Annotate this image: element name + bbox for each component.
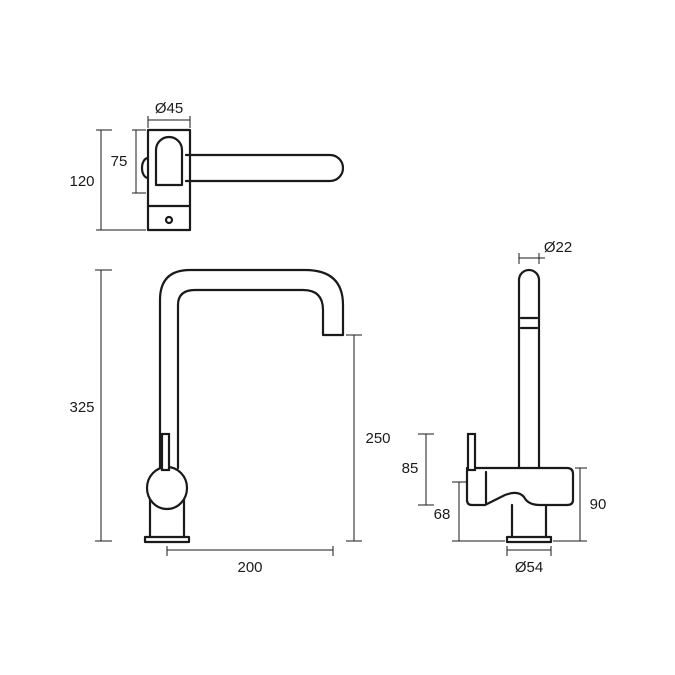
front-view-outline [143, 268, 345, 544]
base-plate-outline [143, 535, 191, 544]
dim-label-side-diameter: Ø22 [544, 239, 572, 256]
dim-label-top-diameter: Ø45 [155, 100, 183, 117]
side-view-outline [465, 268, 575, 544]
dim-top-75: 75 [111, 129, 146, 194]
spout-outline [158, 268, 345, 470]
tap-body-disc [145, 465, 189, 511]
dim-side-85: 85 [402, 433, 434, 506]
dim-label-side-68: 68 [434, 506, 451, 523]
dim-side-90: 90 [553, 467, 607, 542]
lever-capsule-outline [154, 135, 184, 187]
side-base-plate-outline [505, 535, 553, 544]
dim-side-54: Ø54 [506, 546, 552, 576]
dim-label-side-85: 85 [402, 460, 419, 477]
dim-top-120: 120 [69, 129, 146, 231]
dim-side-22: Ø22 [518, 239, 572, 264]
top-view-outline [140, 128, 345, 232]
aerator-hole-icon [164, 215, 174, 225]
dim-label-front-250: 250 [365, 430, 390, 447]
dim-label-top-75: 75 [111, 153, 128, 170]
dim-top-diameter: Ø45 [147, 100, 191, 128]
dim-label-side-90: 90 [590, 496, 607, 513]
dim-label-top-120: 120 [69, 173, 94, 190]
front-view: 325 250 200 [69, 268, 391, 576]
side-body-outline [465, 466, 575, 507]
dim-label-side-base-diameter: Ø54 [515, 559, 543, 576]
dim-front-200: 200 [166, 546, 334, 576]
dim-side-68: 68 [434, 481, 505, 542]
lever-outline [160, 432, 171, 472]
dim-front-250: 250 [346, 334, 391, 542]
dim-label-front-325: 325 [69, 399, 94, 416]
top-view: Ø45 75 120 [69, 100, 345, 232]
side-spout-band [519, 316, 539, 330]
tap-body-outline [146, 128, 192, 232]
side-lever-outline [466, 432, 477, 472]
lever-side-arc [140, 156, 150, 180]
dim-label-front-200: 200 [237, 559, 262, 576]
side-view: Ø22 85 68 90 Ø54 [402, 239, 607, 576]
side-spout-outline [517, 268, 541, 470]
side-neck-outline [510, 503, 548, 539]
spout-arm-outline [184, 153, 345, 183]
dim-front-325: 325 [69, 269, 112, 542]
